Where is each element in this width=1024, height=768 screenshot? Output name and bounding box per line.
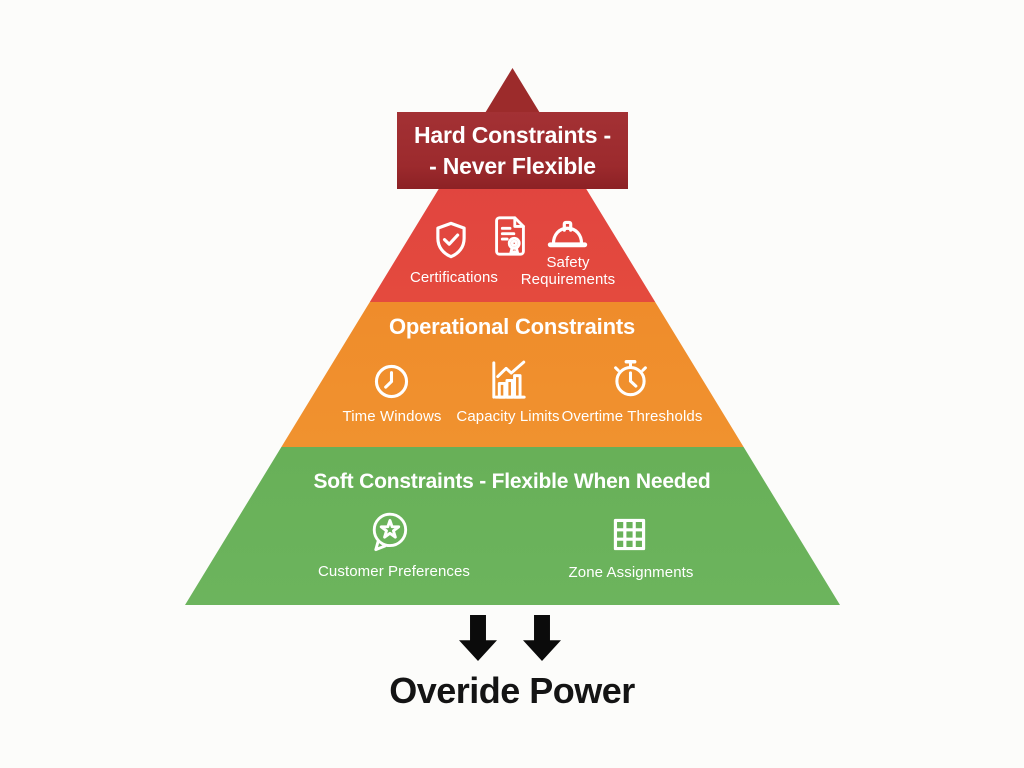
- down-arrow-icon: [459, 615, 497, 661]
- soft-constraints-title: Soft Constraints - Flexible When Needed: [313, 470, 711, 493]
- operational-constraints-title: Operational Constraints: [389, 314, 635, 339]
- certifications-label: Certifications: [409, 269, 499, 286]
- safety-requirements-label: Safety Requirements: [520, 254, 616, 288]
- banner-line-1: Hard Constraints -: [413, 121, 612, 148]
- overtime-thresholds-label: Overtime Thresholds: [561, 408, 703, 425]
- capacity-limits-label: Capacity Limits: [456, 408, 560, 425]
- stopwatch-icon: [609, 356, 652, 399]
- hard-hat-icon: [545, 214, 590, 259]
- shield-check-icon: [430, 219, 472, 261]
- down-arrow-icon: [523, 615, 561, 661]
- customer-preferences-label: Customer Preferences: [317, 563, 471, 580]
- grid-icon: [607, 512, 652, 557]
- time-windows-label: Time Windows: [342, 408, 442, 425]
- zone-assignments-label: Zone Assignments: [568, 564, 694, 581]
- banner-line-2: - Never Flexible: [429, 152, 596, 179]
- hard-constraints-banner: Hard Constraints - - Never Flexible: [397, 112, 628, 189]
- pyramid-peak: [185, 68, 840, 118]
- override-power-title: Overide Power: [389, 670, 635, 711]
- star-speech-bubble-icon: [366, 509, 412, 555]
- level-soft-constraints: [185, 447, 840, 605]
- certificate-document-icon: [487, 213, 533, 259]
- clock-icon: [371, 361, 412, 402]
- bar-chart-icon: [485, 357, 532, 404]
